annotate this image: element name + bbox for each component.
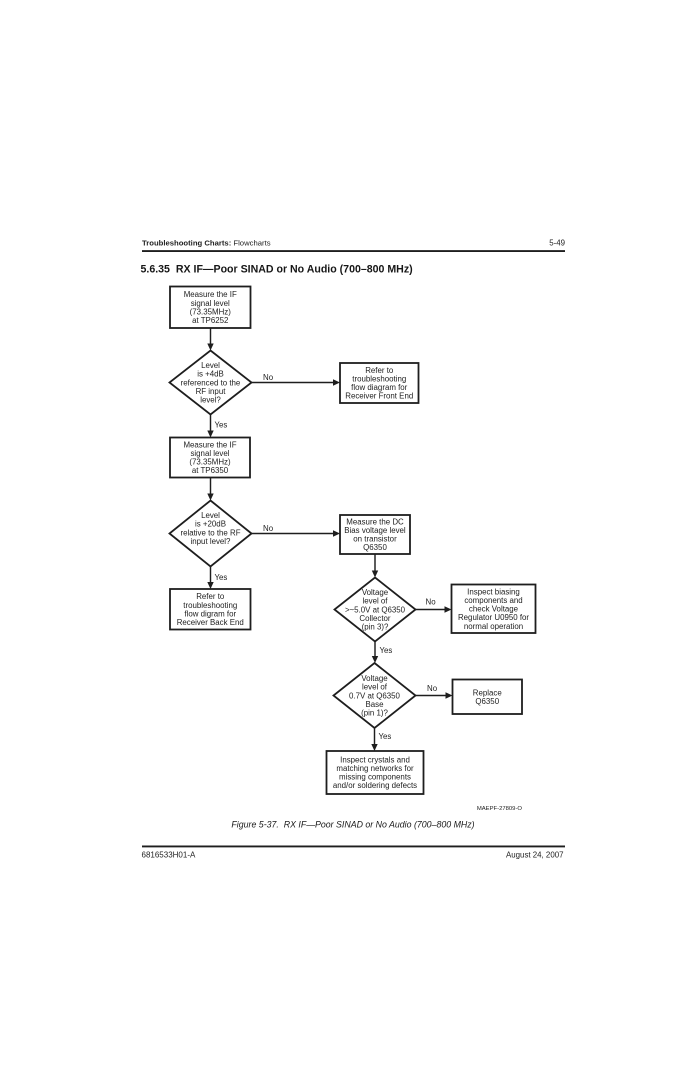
svg-text:RF input: RF input bbox=[196, 387, 227, 396]
svg-text:August 24, 2007: August 24, 2007 bbox=[506, 851, 563, 860]
svg-text:signal level: signal level bbox=[191, 299, 230, 308]
svg-text:Level: Level bbox=[201, 361, 220, 370]
svg-text:6816533H01-A: 6816533H01-A bbox=[142, 851, 196, 860]
svg-text:normal operation: normal operation bbox=[464, 622, 523, 631]
svg-text:Inspect biasing: Inspect biasing bbox=[467, 587, 520, 596]
svg-text:Yes: Yes bbox=[215, 573, 228, 582]
svg-text:referenced to the: referenced to the bbox=[181, 378, 241, 387]
svg-text:Voltage: Voltage bbox=[362, 588, 389, 597]
svg-text:missing components: missing components bbox=[339, 773, 411, 782]
svg-text:Base: Base bbox=[366, 700, 385, 709]
svg-text:0.7V at Q6350: 0.7V at Q6350 bbox=[349, 691, 401, 700]
svg-text:(pin 1)?: (pin 1)? bbox=[361, 709, 388, 718]
svg-text:Figure 5-37. RX IF—Poor SINAD: Figure 5-37. RX IF—Poor SINAD or No Audi… bbox=[231, 820, 474, 830]
svg-text:Receiver Front End: Receiver Front End bbox=[345, 392, 413, 401]
svg-text:(73.35MHz): (73.35MHz) bbox=[189, 458, 231, 467]
svg-text:Refer to: Refer to bbox=[365, 366, 394, 375]
svg-text:Receiver Back End: Receiver Back End bbox=[177, 618, 244, 627]
svg-text:and/or soldering defects: and/or soldering defects bbox=[333, 781, 417, 790]
svg-text:Inspect crystals and: Inspect crystals and bbox=[340, 755, 410, 764]
svg-text:input level?: input level? bbox=[191, 537, 232, 546]
svg-text:Replace: Replace bbox=[473, 688, 503, 697]
svg-text:No: No bbox=[263, 373, 274, 382]
svg-text:is +20dB: is +20dB bbox=[195, 520, 226, 529]
svg-text:Collector: Collector bbox=[359, 614, 391, 623]
svg-text:Troubleshooting Charts: Flowch: Troubleshooting Charts: Flowcharts bbox=[142, 239, 271, 248]
svg-text:level of: level of bbox=[362, 597, 388, 606]
svg-text:Level: Level bbox=[201, 511, 220, 520]
svg-text:flow digram for: flow digram for bbox=[184, 609, 236, 618]
svg-text:relative to the RF: relative to the RF bbox=[180, 528, 240, 537]
svg-text:(73.35MHz): (73.35MHz) bbox=[190, 307, 232, 316]
svg-text:Q6350: Q6350 bbox=[475, 697, 499, 706]
svg-text:No: No bbox=[427, 684, 438, 693]
svg-text:No: No bbox=[426, 598, 437, 607]
svg-text:is +4dB: is +4dB bbox=[197, 370, 224, 379]
svg-text:level of: level of bbox=[362, 683, 388, 692]
svg-text:Yes: Yes bbox=[379, 732, 392, 741]
svg-text:5.6.35 RX IF—Poor SINAD or No: 5.6.35 RX IF—Poor SINAD or No Audio (700… bbox=[141, 264, 413, 276]
svg-text:Measure the IF: Measure the IF bbox=[184, 290, 237, 299]
svg-text:matching networks for: matching networks for bbox=[336, 764, 414, 773]
svg-text:Voltage: Voltage bbox=[361, 674, 388, 683]
svg-text:Measure the DC: Measure the DC bbox=[346, 517, 404, 526]
svg-text:(pin 3)?: (pin 3)? bbox=[362, 623, 389, 632]
svg-text:at TP6350: at TP6350 bbox=[192, 466, 229, 475]
svg-text:Yes: Yes bbox=[380, 646, 393, 655]
svg-text:level?: level? bbox=[200, 396, 221, 405]
svg-text:Measure the IF: Measure the IF bbox=[183, 440, 236, 449]
svg-text:>~5.0V at Q6350: >~5.0V at Q6350 bbox=[345, 605, 406, 614]
svg-text:on transistor: on transistor bbox=[353, 535, 397, 544]
svg-text:troubleshooting: troubleshooting bbox=[352, 375, 406, 384]
svg-text:signal level: signal level bbox=[190, 449, 229, 458]
svg-text:No: No bbox=[263, 524, 274, 533]
svg-text:MAEPF-27809-O: MAEPF-27809-O bbox=[477, 806, 523, 812]
svg-text:flow diagram for: flow diagram for bbox=[351, 383, 408, 392]
svg-text:troubleshooting: troubleshooting bbox=[183, 601, 237, 610]
svg-text:Refer to: Refer to bbox=[196, 592, 225, 601]
svg-text:Yes: Yes bbox=[215, 420, 228, 429]
svg-text:check Voltage: check Voltage bbox=[469, 605, 519, 614]
svg-text:5-49: 5-49 bbox=[549, 239, 565, 248]
svg-text:at TP6252: at TP6252 bbox=[192, 316, 228, 325]
svg-text:components and: components and bbox=[464, 596, 522, 605]
svg-text:Bias voltage level: Bias voltage level bbox=[344, 526, 406, 535]
svg-text:Regulator U0950 for: Regulator U0950 for bbox=[458, 613, 529, 622]
svg-text:Q6350: Q6350 bbox=[363, 543, 387, 552]
